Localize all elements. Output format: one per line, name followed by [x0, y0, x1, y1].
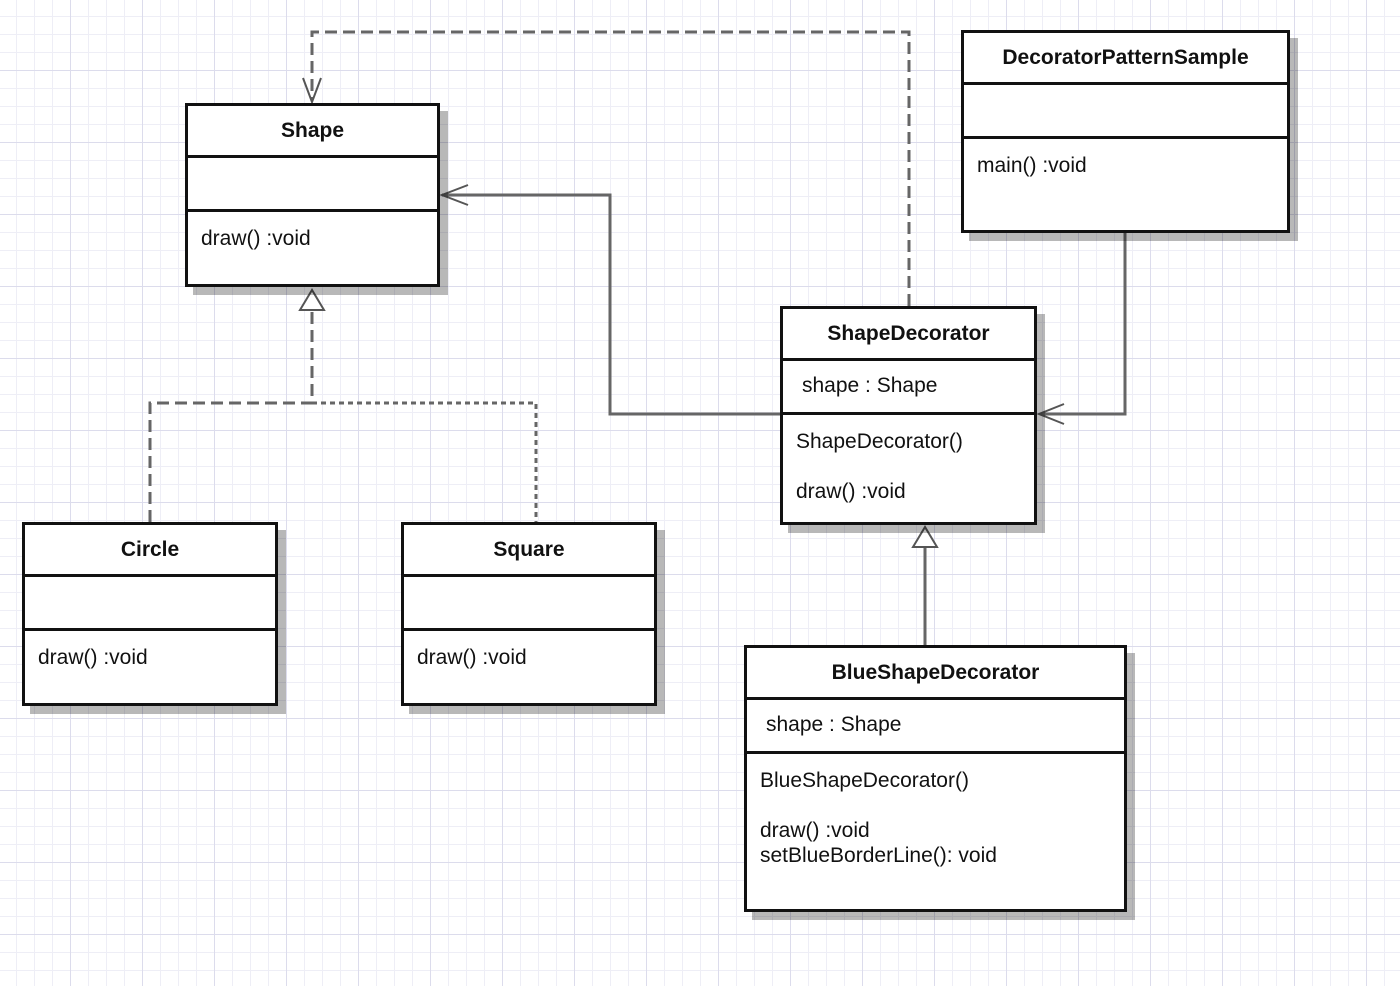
operation: draw() :void — [760, 819, 870, 842]
class-name: Square — [404, 525, 654, 577]
attribute: shape : Shape — [766, 713, 902, 736]
operation: ShapeDecorator() — [796, 430, 963, 453]
operations-compartment: main() :void — [964, 139, 1287, 230]
shape-decorator-class-box[interactable]: ShapeDecorator shape : Shape ShapeDecora… — [780, 306, 1037, 525]
class-name: Shape — [188, 106, 437, 158]
realization-connector-circle[interactable] — [148, 310, 314, 522]
shape-class-box[interactable]: Shape draw() :void — [185, 103, 440, 287]
blue-shape-decorator-class-box[interactable]: BlueShapeDecorator shape : Shape BlueSha… — [744, 645, 1127, 912]
operations-compartment: draw() :void — [25, 631, 275, 703]
realization-connector-square[interactable] — [312, 401, 538, 522]
operations-compartment: draw() :void — [404, 631, 654, 703]
dependency-connector[interactable] — [302, 30, 911, 306]
operations-compartment: BlueShapeDecorator() draw() :void setBlu… — [747, 754, 1124, 909]
operation: draw() :void — [796, 480, 906, 503]
attributes-compartment: shape : Shape — [783, 361, 1034, 415]
operation: main() :void — [977, 154, 1087, 177]
class-name: Circle — [25, 525, 275, 577]
attributes-compartment — [188, 158, 437, 212]
attributes-compartment: shape : Shape — [747, 700, 1124, 754]
square-class-box[interactable]: Square draw() :void — [401, 522, 657, 706]
operations-compartment: draw() :void — [188, 212, 437, 284]
class-name: DecoratorPatternSample — [964, 33, 1287, 85]
operation: draw() :void — [38, 646, 148, 669]
class-name: ShapeDecorator — [783, 309, 1034, 361]
attribute: shape : Shape — [802, 374, 938, 397]
operation: draw() :void — [201, 227, 311, 250]
operation: setBlueBorderLine(): void — [760, 844, 997, 867]
circle-class-box[interactable]: Circle draw() :void — [22, 522, 278, 706]
association-connector-sample[interactable] — [1036, 233, 1127, 425]
operation: draw() :void — [417, 646, 527, 669]
decorator-pattern-sample-class-box[interactable]: DecoratorPatternSample main() :void — [961, 30, 1290, 233]
operations-compartment: ShapeDecorator() draw() :void — [783, 415, 1034, 522]
association-connector-shape[interactable] — [439, 184, 780, 416]
operation: BlueShapeDecorator() — [760, 769, 969, 792]
class-name: BlueShapeDecorator — [747, 648, 1124, 700]
realization-arrowhead — [298, 288, 326, 311]
attributes-compartment — [964, 85, 1287, 139]
attributes-compartment — [404, 577, 654, 631]
generalization-connector[interactable] — [911, 525, 939, 645]
attributes-compartment — [25, 577, 275, 631]
